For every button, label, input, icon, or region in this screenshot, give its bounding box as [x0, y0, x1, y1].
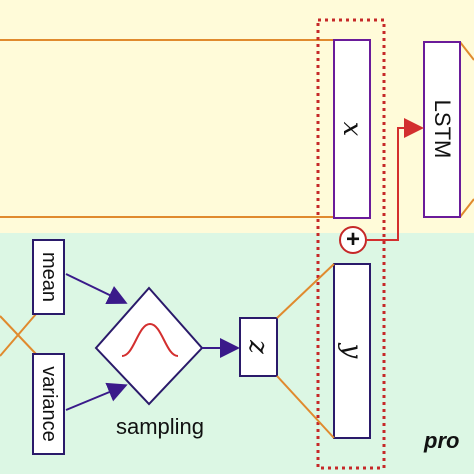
y-box [333, 263, 371, 439]
variance-to-sampling-arrow [65, 382, 128, 411]
mean-box [32, 239, 65, 315]
z-to-y-line-bottom [276, 375, 335, 439]
x-label: x [337, 121, 367, 137]
y-label: y [337, 343, 367, 359]
variance-label: variance [38, 366, 61, 442]
variance-box [32, 353, 65, 455]
lstm-output-line-bottom [459, 198, 474, 218]
plus-symbol: + [345, 226, 360, 253]
z-label: z [243, 340, 273, 354]
x-y-concat-group [316, 18, 386, 470]
mean-label: mean [38, 251, 61, 303]
top-region-background [0, 0, 474, 233]
sampling-label: sampling [115, 414, 205, 439]
mean-to-sampling-arrow [65, 273, 128, 305]
gaussian-curve-icon [121, 322, 179, 357]
z-to-y-line-top [276, 263, 335, 319]
z-box [239, 317, 278, 377]
sampling-diamond [94, 286, 204, 406]
lstm-box [423, 41, 461, 218]
concat-to-lstm-arrow [366, 118, 424, 241]
left-cross-line-2 [0, 313, 37, 357]
lstm-label: LSTM [430, 99, 455, 159]
lstm-output-line-top [459, 41, 474, 61]
corner-text: pro [424, 428, 460, 453]
x-box [333, 39, 371, 219]
